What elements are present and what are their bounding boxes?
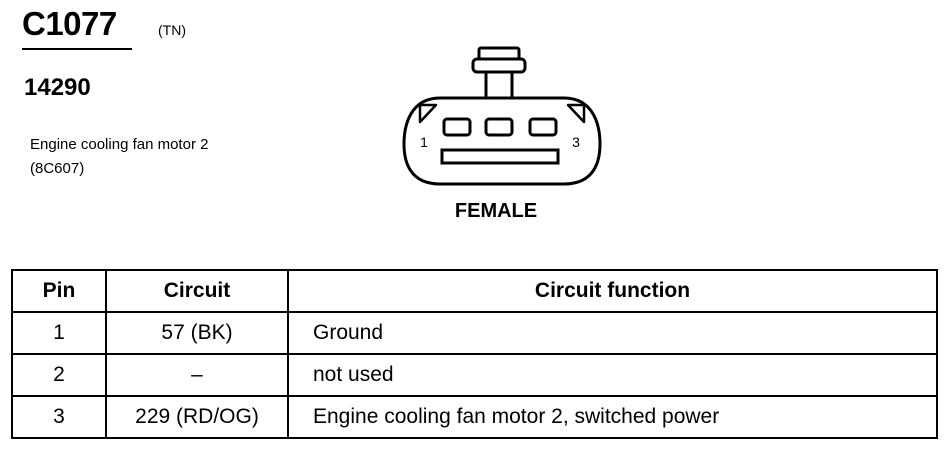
circuit-cell: – [105,353,289,397]
table-row: 3 229 (RD/OG) Engine cooling fan motor 2… [11,395,938,439]
circuit-function-cell: Engine cooling fan motor 2, switched pow… [287,395,938,439]
circuit-cell: 57 (BK) [105,311,289,355]
housing-corner-left [418,103,438,124]
table-row: 2 – not used [11,353,938,397]
pin-cavity-3 [528,117,558,137]
table-row: 1 57 (BK) Ground [11,311,938,355]
column-header-circuit: Circuit [105,269,289,313]
connector-id: C1077 [22,5,117,42]
circuit-cell: 229 (RD/OG) [105,395,289,439]
pin-cavity-1 [442,117,472,137]
connector-housing [402,96,602,186]
housing-corner-right [566,103,586,124]
column-header-circuit-function: Circuit function [287,269,938,313]
component-part-code: (8C607) [30,160,85,177]
keying-slot [440,148,560,165]
pin-cell: 3 [11,395,107,439]
pin-cell: 1 [11,311,107,355]
column-header-pin: Pin [11,269,107,313]
connector-latch [471,46,527,100]
circuit-function-cell: Ground [287,311,938,355]
connector-color-code: (TN) [158,22,186,38]
connector-id-underline [22,48,132,50]
pin-label-right: 3 [572,134,580,150]
connector-gender-label: FEMALE [454,200,538,222]
connector-face-diagram: 1 3 [402,46,602,186]
pin-table: Pin Circuit Circuit function 1 57 (BK) G… [11,269,938,439]
pin-table-header: Pin Circuit Circuit function [11,269,938,313]
pin-cell: 2 [11,353,107,397]
circuit-function-cell: not used [287,353,938,397]
part-number: 14290 [24,74,91,101]
pin-label-left: 1 [420,134,428,150]
pin-cavity-2 [484,117,514,137]
component-description: Engine cooling fan motor 2 [30,136,209,153]
